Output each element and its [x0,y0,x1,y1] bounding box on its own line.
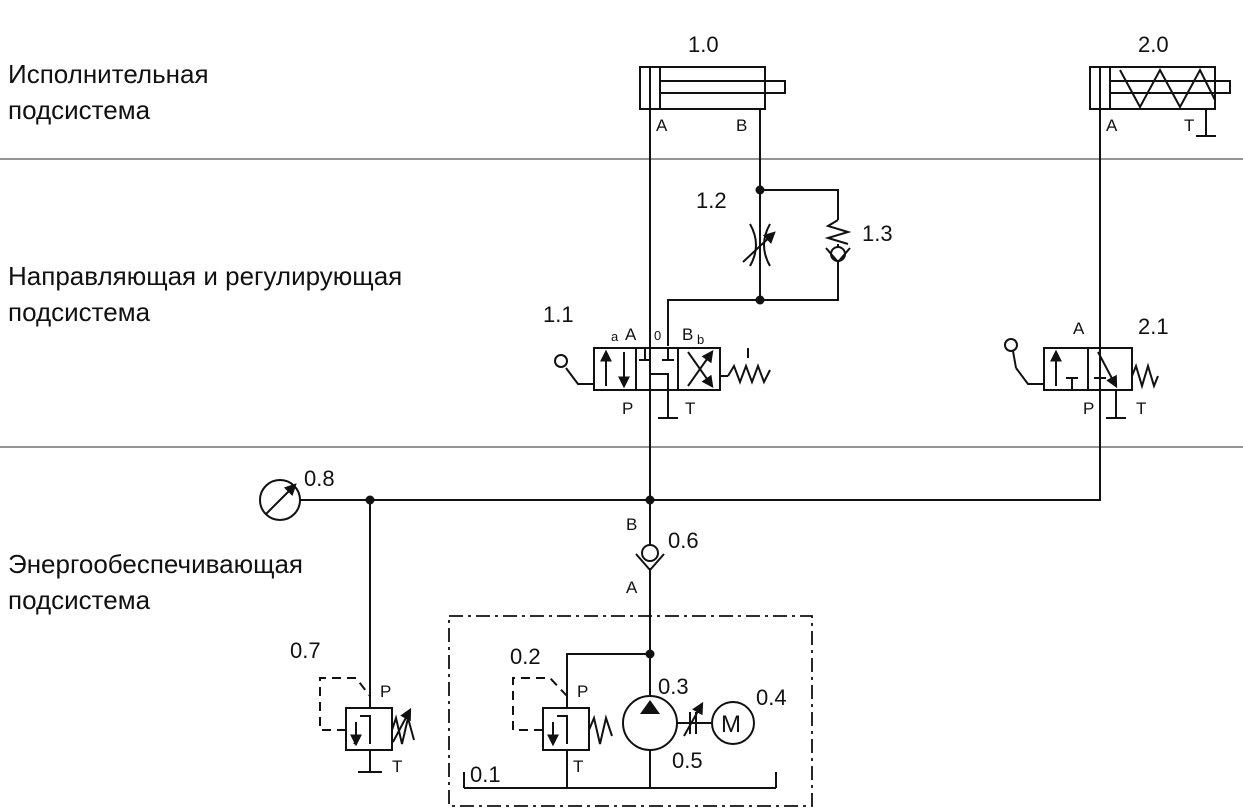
label-0-3: 0.3 [658,674,689,699]
port-b-1-1: b [697,332,704,347]
section-actuator-line1: Исполнительная [8,59,209,89]
label-0-6: 0.6 [668,528,699,553]
main-pressure-line [300,390,1101,708]
port-T-2-1: T [1136,399,1146,418]
port-T-2-0: T [1184,116,1194,135]
port-A-2-0: A [1106,116,1118,135]
port-A-1-0: A [656,116,668,135]
port-P-0-7: P [380,682,391,701]
label-0-7: 0.7 [290,638,321,663]
section-power-line1: Энергообеспечивающая [8,549,304,579]
port-a-1-1: a [611,329,619,344]
throttle-check-valve-assembly: 1.2 1.3 [667,185,893,346]
port-P-2-1: P [1083,399,1094,418]
section-power-label: Энергообеспечивающая подсистема [8,546,303,618]
power-unit-0-1: 0.1 0.2 P T 0.3 0.5 M 0.4 [448,615,813,807]
section-power-line2: подсистема [8,585,151,615]
motor-symbol: M [721,711,741,738]
section-control-label: Направляющая и регулирующая подсистема [8,258,402,330]
port-A-0-6: A [626,578,638,597]
port-A-1-1: A [625,325,637,344]
label-0-2: 0.2 [510,644,541,669]
port-B-0-6: B [626,515,637,534]
port-A-2-1: A [1073,319,1085,338]
label-1-0: 1.0 [688,32,719,57]
label-0-4: 0.4 [756,685,787,710]
label-2-1: 2.1 [1138,314,1169,339]
label-0-5: 0.5 [672,748,703,773]
label-0-1: 0.1 [470,762,501,787]
label-1-3: 1.3 [862,221,893,246]
section-actuator-line2: подсистема [8,95,151,125]
relief-valve-0-7: 0.7 P T [290,638,415,776]
double-acting-cylinder-1-0: 1.0 A B [639,32,786,500]
directional-valve-2-1: 2.1 A P T [1004,160,1169,419]
section-actuator-label: Исполнительная подсистема [8,56,209,128]
port-T-0-2: T [573,757,583,776]
section-control-line1: Направляющая и регулирующая [8,261,403,291]
port-T-1-1: T [685,399,695,418]
label-0-8: 0.8 [304,466,335,491]
port-P-1-1: P [622,399,633,418]
section-control-line2: подсистема [8,297,151,327]
directional-valve-1-1: 1.1 a A 0 B b P T [543,302,771,419]
label-1-1: 1.1 [543,302,574,327]
label-2-0: 2.0 [1138,32,1169,57]
port-T-0-7: T [392,757,402,776]
port-B-1-1: B [682,325,693,344]
check-valve-0-6: B A 0.6 [626,515,699,597]
label-1-2: 1.2 [696,188,727,213]
port-0-1-1: 0 [654,328,661,343]
spring-return-cylinder-2-0: 2.0 A T [1089,32,1231,500]
port-P-0-2: P [577,682,588,701]
port-B-1-0: B [736,116,747,135]
pressure-gauge-0-8: 0.8 [259,466,335,521]
